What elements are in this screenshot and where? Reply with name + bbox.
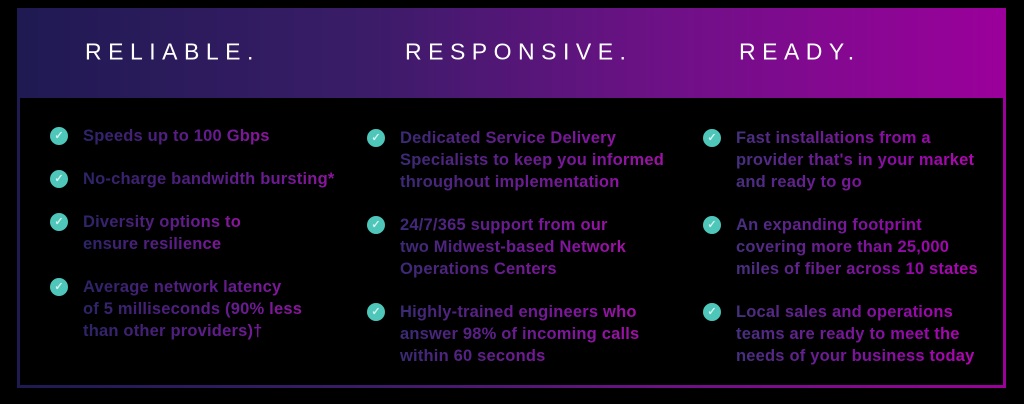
gradient-frame: RELIABLE. RESPONSIVE. READY. ✓ Speeds up…	[17, 8, 1006, 388]
check-circle-icon: ✓	[367, 129, 385, 147]
list-item-text: Highly-trained engineers who answer 98% …	[400, 303, 640, 365]
header-title-ready: READY.	[739, 38, 861, 65]
list-item-text: 24/7/365 support from our two Midwest-ba…	[400, 216, 626, 278]
check-icon: ✓	[707, 305, 717, 318]
list-item-text: Local sales and operations teams are rea…	[736, 303, 975, 365]
check-icon: ✓	[707, 131, 717, 144]
list-item: ✓ Fast installations from a provider tha…	[703, 127, 993, 193]
list-item-text: Diversity options to ensure resilience	[83, 213, 242, 253]
check-icon: ✓	[54, 129, 64, 142]
list-item: ✓ Dedicated Service Delivery Specialists…	[367, 127, 677, 193]
check-icon: ✓	[371, 305, 381, 318]
list-item-text: Dedicated Service Delivery Specialists t…	[400, 129, 665, 191]
list-item-text: An expanding footprint covering more tha…	[736, 216, 978, 278]
check-icon: ✓	[371, 218, 381, 231]
list-item: ✓ Diversity options to ensure resilience	[50, 211, 340, 255]
list-item: ✓ An expanding footprint covering more t…	[703, 214, 993, 280]
check-icon: ✓	[54, 280, 64, 293]
list-item: ✓ Local sales and operations teams are r…	[703, 301, 993, 367]
list-item-text: No-charge bandwidth bursting*	[83, 170, 335, 188]
list-item: ✓ Highly-trained engineers who answer 98…	[367, 301, 677, 367]
check-circle-icon: ✓	[50, 213, 68, 231]
column-reliable: ✓ Speeds up to 100 Gbps ✓ No-charge band…	[50, 98, 340, 363]
header-title-reliable: RELIABLE.	[85, 38, 260, 65]
list-item: ✓ No-charge bandwidth bursting*	[50, 168, 340, 190]
check-icon: ✓	[707, 218, 717, 231]
column-ready: ✓ Fast installations from a provider tha…	[703, 98, 993, 388]
check-circle-icon: ✓	[367, 216, 385, 234]
check-circle-icon: ✓	[367, 303, 385, 321]
check-icon: ✓	[54, 172, 64, 185]
list-item-text: Average network latency of 5 millisecond…	[83, 278, 303, 340]
check-circle-icon: ✓	[50, 170, 68, 188]
check-circle-icon: ✓	[703, 303, 721, 321]
check-circle-icon: ✓	[703, 216, 721, 234]
content-panel: ✓ Speeds up to 100 Gbps ✓ No-charge band…	[20, 98, 1003, 385]
header-band: RELIABLE. RESPONSIVE. READY.	[17, 8, 1006, 98]
check-icon: ✓	[371, 131, 381, 144]
header-title-responsive: RESPONSIVE.	[405, 38, 633, 65]
list-item-text: Speeds up to 100 Gbps	[83, 127, 270, 145]
column-responsive: ✓ Dedicated Service Delivery Specialists…	[367, 98, 677, 388]
check-circle-icon: ✓	[50, 278, 68, 296]
list-item: ✓ Average network latency of 5 milliseco…	[50, 276, 340, 342]
check-icon: ✓	[54, 215, 64, 228]
list-item: ✓ Speeds up to 100 Gbps	[50, 125, 340, 147]
check-circle-icon: ✓	[703, 129, 721, 147]
list-item-text: Fast installations from a provider that'…	[736, 129, 975, 191]
list-item: ✓ 24/7/365 support from our two Midwest-…	[367, 214, 677, 280]
check-circle-icon: ✓	[50, 127, 68, 145]
